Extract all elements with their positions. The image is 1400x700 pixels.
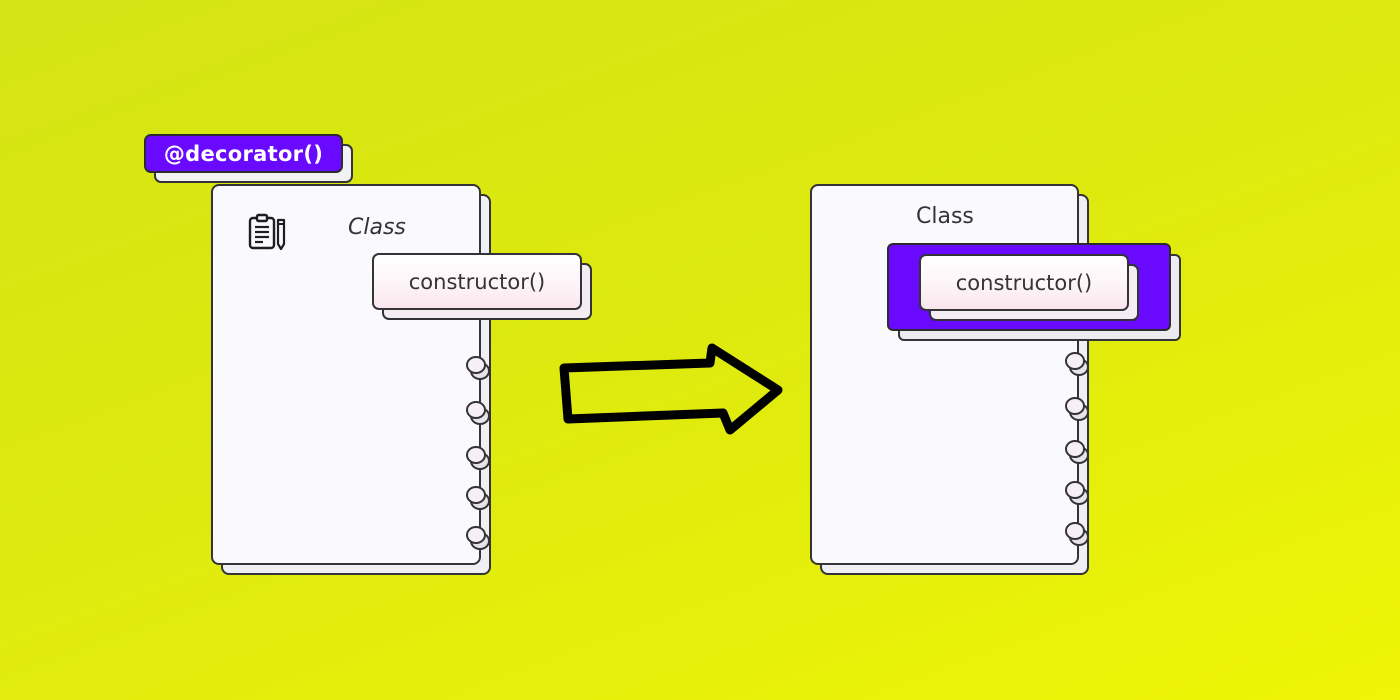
binder-ring [466, 526, 486, 544]
binder-ring [466, 356, 486, 374]
right-constructor-method: constructor() [919, 254, 1129, 311]
right-class-title: Class [916, 204, 974, 229]
decorator-tag: @decorator() [144, 134, 343, 173]
binder-ring [466, 486, 486, 504]
clipboard-pencil-icon [248, 213, 286, 251]
binder-ring [1065, 481, 1085, 499]
binder-ring [1065, 440, 1085, 458]
right-arrow-icon [559, 343, 783, 435]
binder-ring [466, 401, 486, 419]
binder-ring [1065, 522, 1085, 540]
left-class-title: Class [348, 215, 406, 240]
binder-ring [1065, 352, 1085, 370]
left-constructor-method: constructor() [372, 253, 582, 310]
binder-ring [1065, 397, 1085, 415]
right-class-card [810, 184, 1079, 565]
binder-ring [466, 446, 486, 464]
